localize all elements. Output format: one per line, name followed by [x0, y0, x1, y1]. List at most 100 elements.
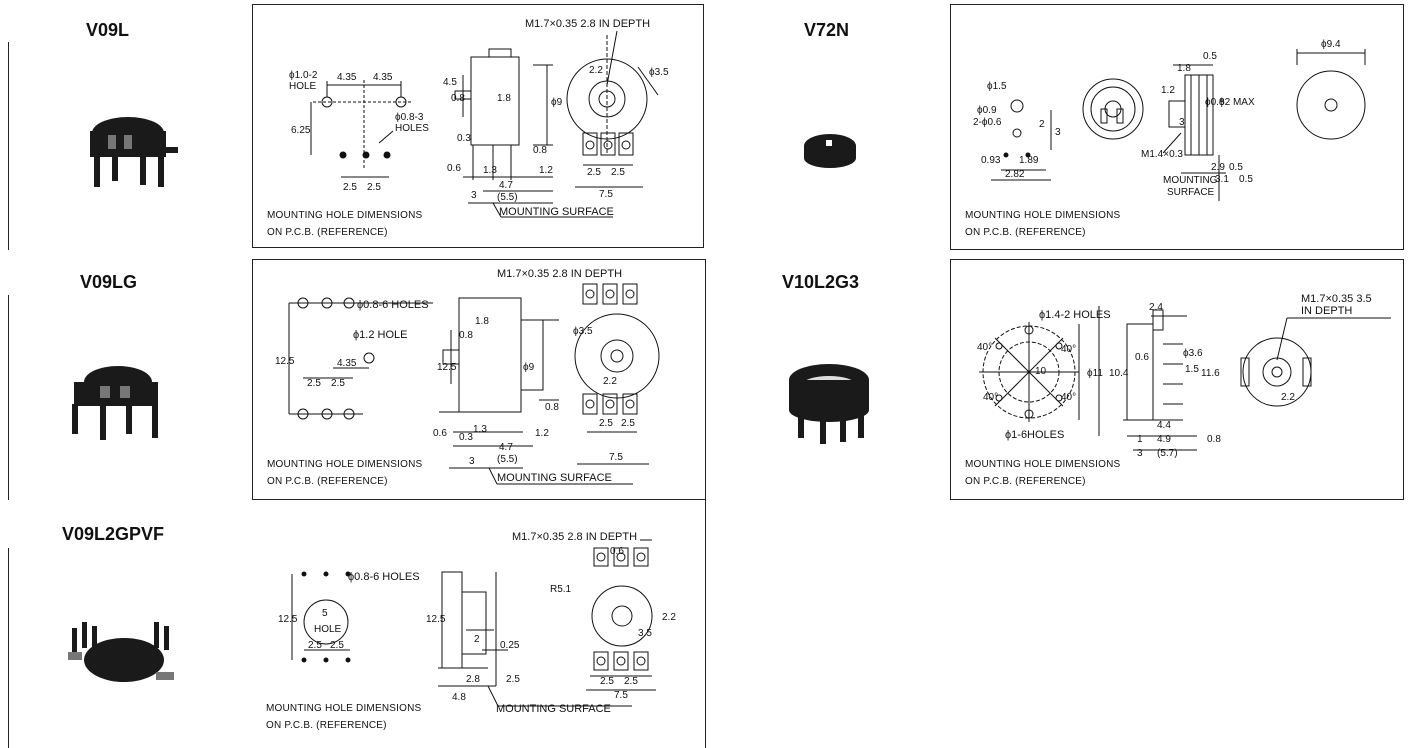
- v10l2g3-dim-s11: 0.8: [1207, 434, 1221, 445]
- v10l2g3-dim-s8: 4.4: [1157, 420, 1171, 431]
- v09l2gpvf-dim-f6: 2.5: [624, 676, 638, 687]
- v09lg-surface-label: MOUNTING SURFACE: [497, 472, 612, 484]
- v09l2gpvf-thread-label: M1.7×0.35 2.8 IN DEPTH: [512, 531, 637, 543]
- v09lg-dim-s6: 0.6: [433, 428, 447, 439]
- v09l-dim-d2: 4.35: [373, 72, 393, 83]
- v09l2gpvf-dim-s5: 2.5: [506, 674, 520, 685]
- v72n-surface-label-1: MOUNTING: [1163, 175, 1218, 186]
- v72n-dim-s5: 3: [1179, 117, 1185, 128]
- v10l2g3-ref-line1: MOUNTING HOLE DIMENSIONS: [965, 459, 1121, 470]
- v09l2gpvf-dim-s6: 4.8: [452, 692, 466, 703]
- v09l-ref-note: MOUNTING HOLE DIMENSIONS ON P.C.B. (REFE…: [267, 207, 422, 241]
- v10l2g3-holes-label: ϕ1.4-2 HOLES: [1039, 309, 1111, 321]
- v09l-ref-line2: ON P.C.B. (REFERENCE): [267, 227, 388, 238]
- v10l2g3-6holes-label: ϕ1-6HOLES: [1005, 429, 1064, 441]
- model-title-v10l2g3: V10L2G3: [782, 272, 860, 292]
- model-title-v09l: V09L: [86, 20, 130, 40]
- v09lg-dim-s1: 0.8: [459, 330, 473, 341]
- v09l2gpvf-dim-d4: 2.5: [308, 640, 322, 651]
- v10l2g3-angle-2: 40°: [1061, 344, 1076, 355]
- drawing-panel-v10l2g3: ϕ1.4-2 HOLES ϕ1-6HOLES 40° 40° 40° 40° 1…: [950, 259, 1404, 500]
- v09lg-dim-d1: 12.5: [275, 356, 295, 367]
- dimension-drawing-v09lg: M1.7×0.35 2.8 IN DEPTH ϕ0.8-6 HOLES ϕ1.2…: [275, 268, 660, 485]
- v09lg-dim-f4: 2.5: [621, 418, 635, 429]
- model-title-v72n: V72N: [804, 20, 850, 40]
- v09l-dim-d1: 4.35: [337, 72, 357, 83]
- v09lg-dim-s3: 12.5: [437, 362, 457, 373]
- v09l-dim-s3: 1.8: [497, 93, 511, 104]
- v72n-surface-label-2: SURFACE: [1167, 187, 1215, 198]
- v09lg-dim-f3: 2.5: [599, 418, 613, 429]
- v10l2g3-dim-s4: 1.5: [1185, 364, 1199, 375]
- middle-divider: [705, 500, 706, 748]
- v09l-hole1-label: ϕ1.0-2: [289, 70, 318, 81]
- product-photo-v09l2gpvf: [68, 622, 174, 682]
- left-divider-3: [8, 548, 9, 748]
- v10l2g3-dim-s6: ϕ11: [1087, 368, 1103, 379]
- v72n-ref-line1: MOUNTING HOLE DIMENSIONS: [965, 210, 1121, 221]
- v09l2gpvf-dim-f7: 7.5: [614, 690, 628, 701]
- v09l-dim-s10: 1.2: [539, 165, 553, 176]
- product-photo-v09l: [90, 117, 178, 187]
- v09l2gpvf-dim-f2: R5.1: [550, 584, 572, 595]
- v09lg-dim-s9: 1.2: [535, 428, 549, 439]
- product-photo-v72n: [804, 134, 856, 168]
- v10l2g3-thread-label-2: IN DEPTH: [1301, 305, 1352, 317]
- v09l-dim-s4: 0.3: [457, 133, 471, 144]
- drawing-panel-v09lg: M1.7×0.35 2.8 IN DEPTH ϕ0.8-6 HOLES ϕ1.2…: [252, 259, 706, 500]
- v09lg-ref-line2: ON P.C.B. (REFERENCE): [267, 476, 388, 487]
- v09lg-holes-label: ϕ0.8-6 HOLES: [357, 299, 429, 311]
- dimension-drawing-v09l2gpvf: M1.7×0.35 2.8 IN DEPTH ϕ0.8-6 HOLES 12.5…: [278, 531, 676, 715]
- v09l2gpvf-dim-d1: 12.5: [278, 614, 298, 625]
- v72n-dim-s6: ϕ2 MAX: [1219, 97, 1255, 108]
- v72n-ref-line2: ON P.C.B. (REFERENCE): [965, 227, 1086, 238]
- v09l-dim-d5: 2.5: [367, 182, 381, 193]
- v09lg-dim-d4: 2.5: [331, 378, 345, 389]
- v10l2g3-dim-s1: 2.4: [1149, 302, 1163, 313]
- v72n-dim-p8: 3: [1055, 127, 1061, 138]
- v09l2gpvf-dim-d5: 2.5: [330, 640, 344, 651]
- v72n-dim-s11: 0.5: [1239, 174, 1253, 185]
- v09lg-ref-line1: MOUNTING HOLE DIMENSIONS: [267, 459, 423, 470]
- v09lg-dim-s4: ϕ9: [523, 362, 535, 373]
- v09lg-dim-s2: 1.8: [475, 316, 489, 327]
- v09l-dim-s11: 0.8: [533, 145, 547, 156]
- v09lg-dim-s11: (5.5): [497, 454, 518, 465]
- v72n-dim-p4: 0.93: [981, 155, 1001, 166]
- v09l2gpvf-surface-label: MOUNTING SURFACE: [496, 703, 611, 715]
- v09l-dim-f1: 2.2: [589, 65, 603, 76]
- v09l-dim-f5: 7.5: [599, 189, 613, 200]
- v09l-dim-d3: 6.25: [291, 125, 311, 136]
- v09l-surface-label: MOUNTING SURFACE: [499, 206, 614, 218]
- left-divider-2: [8, 295, 9, 500]
- v10l2g3-dim-s2: 0.6: [1135, 352, 1149, 363]
- v09l2gpvf-dim-f5: 2.5: [600, 676, 614, 687]
- v09l-dim-s7: 4.7: [499, 180, 513, 191]
- v09l-dim-s6: 1.3: [483, 165, 497, 176]
- v09l-dim-s8: (5.5): [497, 192, 518, 203]
- v09l2gpvf-dim-f4: 3.5: [638, 628, 652, 639]
- v72n-dim-p2: ϕ0.9: [977, 105, 997, 116]
- v09lg-dim-f1: ϕ3.5: [573, 326, 593, 337]
- v10l2g3-dim-d1: 10: [1035, 366, 1047, 377]
- v10l2g3-angle-1: 40°: [977, 342, 992, 353]
- v09lg-ref-note: MOUNTING HOLE DIMENSIONS ON P.C.B. (REFE…: [267, 456, 422, 490]
- product-photo-v09lg: [72, 366, 158, 440]
- v72n-dim-s7: M1.4×0.3: [1141, 149, 1183, 160]
- v09l-dim-d4: 2.5: [343, 182, 357, 193]
- v09l-dim-s1: 4.5: [443, 77, 457, 88]
- v09l-thread-label: M1.7×0.35 2.8 IN DEPTH: [525, 18, 650, 30]
- v72n-dim-s9: 0.5: [1229, 162, 1243, 173]
- v09l2gpvf-dim-s1: 12.5: [426, 614, 446, 625]
- v72n-dim-p3: 2-ϕ0.6: [973, 117, 1002, 128]
- v72n-dim-s3: 1.2: [1161, 85, 1175, 96]
- v09l-ref-line1: MOUNTING HOLE DIMENSIONS: [267, 210, 423, 221]
- v09l2gpvf-holes-label: ϕ0.8-6 HOLES: [348, 571, 420, 583]
- v10l2g3-dim-s3: ϕ3.6: [1183, 348, 1203, 359]
- v09lg-hole-label: ϕ1.2 HOLE: [353, 329, 407, 341]
- v72n-dim-p7: 2: [1039, 119, 1045, 130]
- v10l2g3-dim-s5: 10.4: [1109, 368, 1129, 379]
- v09l2gpvf-dim-s4: 2.8: [466, 674, 480, 685]
- v09l-dim-f4: 2.5: [611, 167, 625, 178]
- v09lg-dim-d2: 4.35: [337, 358, 357, 369]
